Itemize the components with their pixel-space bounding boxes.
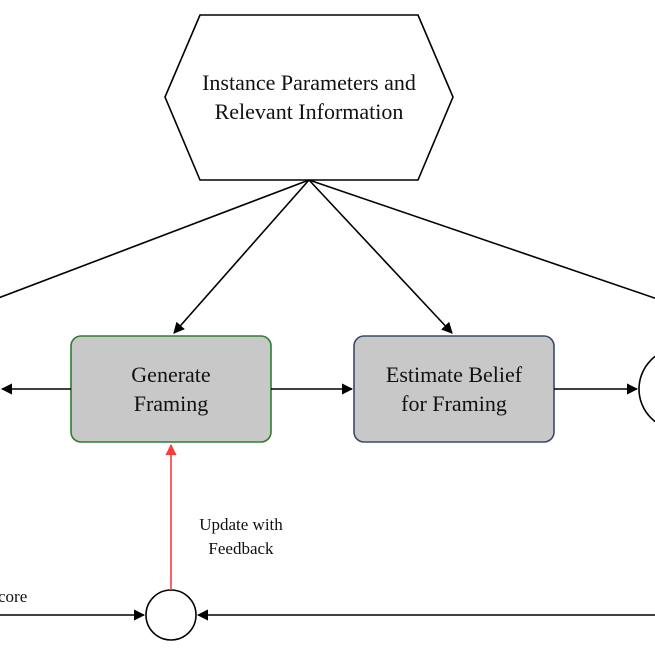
score-edge-label: core — [0, 587, 27, 606]
feedback-label-2: Feedback — [208, 539, 274, 558]
generate-framing-node — [70, 335, 272, 443]
estimate-belief-label-2: for Framing — [401, 391, 507, 416]
edge-instance-to-right-offscreen — [308, 179, 655, 300]
instance-parameters-node — [164, 14, 454, 181]
edge-instance-to-generate — [173, 179, 310, 334]
generate-framing-label-1: Generate — [131, 362, 210, 387]
feedback-circle-node — [145, 589, 197, 641]
right-circle-node — [638, 355, 655, 423]
edge-instance-to-left-offscreen — [0, 179, 310, 299]
feedback-label-1: Update with — [199, 515, 283, 534]
estimate-belief-label-1: Estimate Belief — [386, 362, 523, 387]
edge-instance-to-estimate — [308, 179, 453, 334]
generate-framing-label-2: Framing — [134, 391, 209, 416]
estimate-belief-node — [353, 335, 555, 443]
instance-parameters-label-1: Instance Parameters and — [202, 70, 416, 95]
instance-parameters-label-2: Relevant Information — [215, 99, 404, 124]
